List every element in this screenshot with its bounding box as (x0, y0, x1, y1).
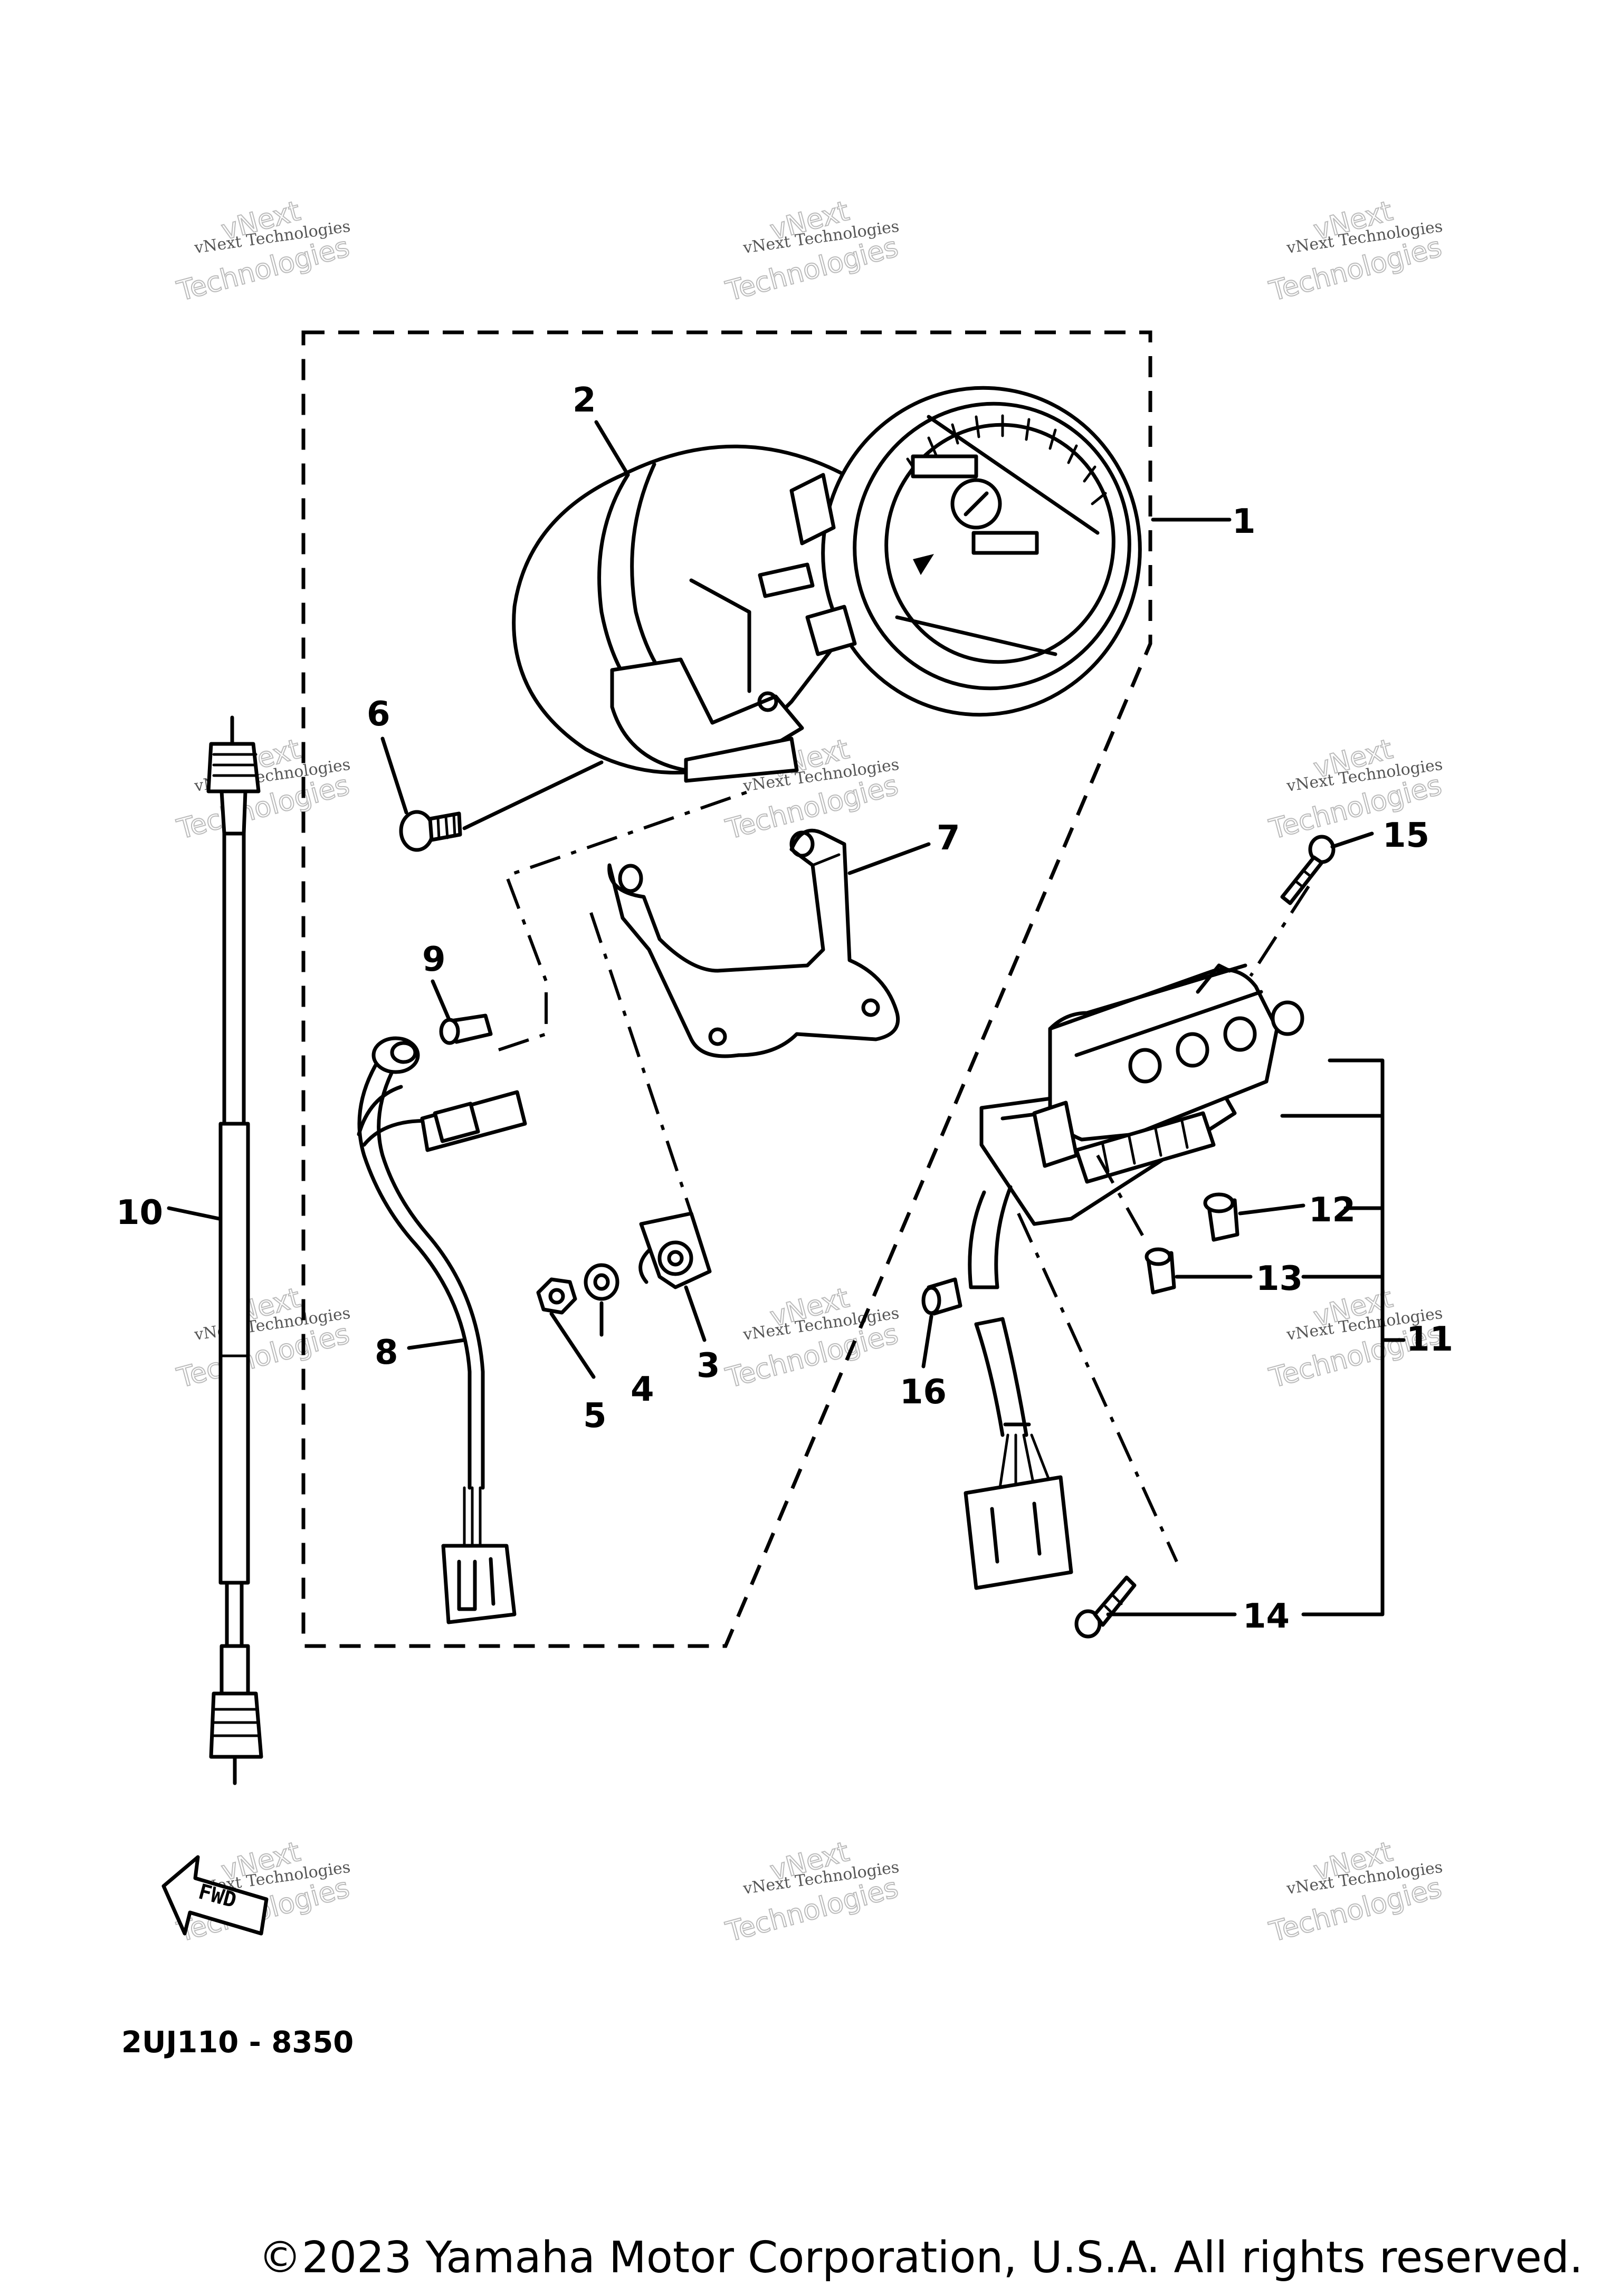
indicator-assembly-11 (964, 963, 1304, 1590)
callout-10: 10 (116, 1193, 163, 1232)
watermark: Technologies vNext vNext Technologies (1265, 195, 1445, 308)
trip-window (971, 531, 1039, 555)
watermark: Technologies vNext vNext Technologies (722, 1835, 902, 1949)
odometer-window (911, 454, 978, 479)
meter-lead-8 (357, 1036, 527, 1624)
callout-2: 2 (573, 381, 596, 420)
callout-9: 9 (422, 940, 446, 979)
alignment-lines (498, 790, 1310, 1563)
screw-6 (399, 810, 462, 852)
callout-14: 14 (1243, 1597, 1290, 1636)
callout-15: 15 (1382, 816, 1429, 855)
grommet-16 (921, 1277, 962, 1316)
screw-14 (1074, 1575, 1137, 1639)
bulb-12 (1203, 1192, 1239, 1242)
watermark: Technologies vNext vNext Technologies (1265, 1835, 1445, 1949)
copyright-notice: ©2023 Yamaha Motor Corporation, U.S.A. A… (258, 2233, 1583, 2283)
fwd-arrow: FWD (161, 1855, 269, 1936)
watermark: Technologies vNext vNext Technologies (173, 733, 353, 846)
diagram-code: 2UJ110 - 8350 (121, 2025, 354, 2060)
callout-8: 8 (375, 1333, 398, 1372)
speedometer-cable-10 (206, 715, 263, 1785)
bracket-7 (607, 828, 900, 1058)
bulb-9 (439, 1013, 493, 1045)
callout-16: 16 (900, 1373, 947, 1412)
watermark: Technologies vNext vNext Technologies (173, 195, 353, 308)
callout-6: 6 (367, 695, 390, 734)
washer-4 (584, 1263, 619, 1301)
assembly-outline (301, 330, 1152, 1648)
callout-3: 3 (697, 1346, 720, 1385)
callout-labels: 1 2 3 4 5 6 7 8 9 10 11 12 13 14 15 16 (116, 381, 1453, 1636)
callout-7: 7 (937, 819, 960, 858)
meter-case (512, 444, 852, 783)
callout-4: 4 (631, 1370, 654, 1409)
callout-13: 13 (1256, 1259, 1303, 1298)
callout-12: 12 (1309, 1191, 1356, 1230)
grommet-3 (638, 1211, 712, 1289)
callout-5: 5 (583, 1396, 607, 1436)
nut-5 (536, 1277, 577, 1315)
leader-lines (167, 420, 1406, 1616)
bulb-13 (1145, 1247, 1176, 1295)
callout-1: 1 (1232, 502, 1256, 541)
screw-15 (1280, 835, 1336, 905)
callout-11: 11 (1406, 1320, 1453, 1359)
watermark: Technologies vNext vNext Technologies (722, 1281, 902, 1395)
meter-assembly (757, 386, 1142, 717)
watermark: Technologies vNext vNext Technologies (173, 1281, 353, 1395)
watermark: Technologies vNext vNext Technologies (722, 195, 902, 308)
